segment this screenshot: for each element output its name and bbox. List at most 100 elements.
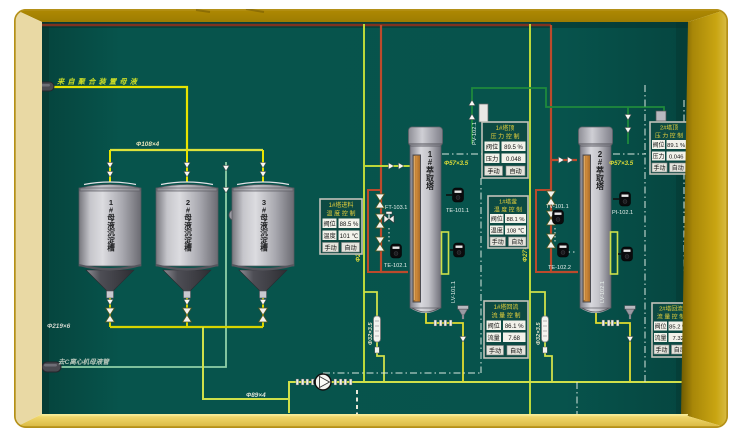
tag-lv102: LV-102.1 [600,281,606,303]
tank-label: 1#母液沉淀槽 [107,198,115,253]
panel-row-value[interactable]: 88.1 % [506,217,524,223]
panel-row-value[interactable]: 0.048 [506,157,522,163]
panel-row-value[interactable]: 89.1 % [667,143,685,149]
panel-row-label: 阀位 [491,215,503,223]
label-rota1-spec: Φ32×3.5 [368,322,374,345]
label-col2-vent-spec: Φ57×3.5 [609,160,634,167]
manual-button[interactable]: 手动 [489,347,501,355]
panel-row-label: 流量 [654,334,666,342]
manual-button[interactable]: 手动 [324,244,336,252]
auto-button[interactable]: 自动 [674,346,686,354]
centrifuge-line [52,162,227,368]
panel-row-label: 压力 [652,153,664,161]
label-riser2-spec: Φ27×3.5 [522,237,529,262]
panel-title-line2: 压 力 控 制 [490,133,519,141]
panel-title-line1: 2#塔顶 [660,124,678,132]
panel-row-value[interactable]: 0.046 [669,155,684,161]
auto-button[interactable]: 自动 [672,164,684,172]
rotameter-branch-2 [530,291,553,381]
panel-row-value[interactable]: 101 ℃ [340,233,359,240]
mother-liquor-pump[interactable] [313,373,332,391]
column-label: 1#萃取塔 [426,150,435,191]
panel-title-line2: 压 力 控 制 [655,132,683,140]
panel-row-label: 阀位 [652,141,664,149]
control-panel-5: 2#塔顶 压 力 控 制 阀位 89.1 % 压力 0.046 手动 自动 [649,121,689,175]
branch-valve-2 [542,346,548,354]
frame-outer-edge [14,9,728,428]
instrument-layer: FT-103.1 TE-102.1 TE-101.1 PV-102.1 LV-1… [384,122,633,303]
frame-top-face [14,9,728,22]
manual-button[interactable]: 手动 [492,238,504,246]
instrument-lt101[interactable] [453,242,465,258]
tag-pi102: PI-102.1 [612,210,633,216]
tank-3: 3#母液沉淀槽 [231,181,295,299]
panel-row-label: 流量 [488,334,500,342]
panel-title-line2: 流 量 控 制 [657,313,685,321]
auto-button[interactable]: 自动 [510,347,522,355]
panel-row-label: 温度 [491,227,503,235]
rotameter-2 [541,315,549,343]
column-label: 2#萃取塔 [596,150,605,191]
panel-row-value[interactable]: 85.2 % [669,325,687,331]
tag-lv101: LV-101.1 [451,281,457,303]
level-gauge-1 [440,231,450,275]
tag-te102: TE-102.1 [384,263,407,269]
frame-bottom-face [14,414,728,428]
panel-row-value[interactable]: 88.5 % [340,222,359,228]
manual-button[interactable]: 手动 [655,346,667,354]
tag-pv102: PV-102.1 [472,122,478,145]
panel-title-line1: 2#塔回流 [659,305,683,313]
vent-box [655,110,667,122]
control-panel-2: 1#塔顶 压 力 控 制 阀位 89.5 % 压力 0.048 手动 自动 [481,121,529,179]
gold-frame [14,9,728,428]
instrument-te102[interactable] [390,243,402,259]
panel-title-line1: 1#塔回流 [494,303,519,311]
frame-left-face [14,9,42,428]
manual-button[interactable]: 手动 [487,168,499,176]
tag-te101: TE-101.1 [446,208,469,214]
panel-title-line1: 1#塔釜 [499,198,517,206]
branch-valve-1 [374,346,380,354]
panel-row-label: 压力 [486,155,498,163]
frame-right-face [681,9,728,428]
left-inner-shadow [42,22,49,415]
panel-title-line2: 流 量 控 制 [491,312,520,320]
panel-row-label: 阀位 [323,220,335,228]
instrument-pi102[interactable] [619,191,631,207]
tank-2: 2#母液沉淀槽 [155,181,219,299]
rotameter-1 [373,315,381,343]
instrument-te102b[interactable] [557,242,569,258]
tank-label: 3#母液沉淀槽 [260,198,268,253]
auto-button[interactable]: 自动 [344,244,356,252]
label-pump-line-spec: Φ89×4 [246,392,266,399]
panel-row-label: 阀位 [654,323,666,331]
panel-row-value[interactable]: 7.32 [673,336,684,342]
auto-button[interactable]: 自动 [509,168,521,176]
rotameter-branch-1 [364,291,385,381]
panel-row-value[interactable]: 89.5 % [504,145,523,151]
label-centrifuge-line: 去C离心机母液管 [58,358,110,366]
tag-ft103: FT-103.1 [385,205,407,211]
feed-line [46,85,189,150]
panel-row-value[interactable]: 7.68 [508,336,520,342]
label-drain-spec: Φ219×6 [47,323,71,330]
extraction-column-2: 2#萃取塔 [578,126,613,313]
panel-row-value[interactable]: 108 ℃ [507,228,525,235]
control-valve-1[interactable] [383,211,395,224]
instrument-tv101[interactable] [552,209,564,225]
panel-title-line2: 温 度 控 制 [494,206,522,214]
panel-title-line1: 1#塔顶 [496,124,515,132]
extraction-column-1: 1#萃取塔 [408,126,443,313]
overhead-vapor-line [471,87,665,144]
instrument-lt102[interactable] [621,246,633,262]
instrument-te101[interactable] [452,187,464,203]
auto-button[interactable]: 自动 [511,238,523,246]
panel-row-label: 阀位 [488,322,500,330]
panel-row-value[interactable]: 86.1 % [505,324,524,330]
manual-button[interactable]: 手动 [653,164,665,172]
label-feed-line: 来自聚合装置母液 [57,77,140,86]
panel-title-line1: 1#塔进料 [329,201,354,209]
panel-title-line2: 温 度 控 制 [326,210,355,218]
control-panel-1: 1#塔进料 温 度 控 制 阀位 88.5 % 温度 101 ℃ 手动 自动 [319,198,363,255]
